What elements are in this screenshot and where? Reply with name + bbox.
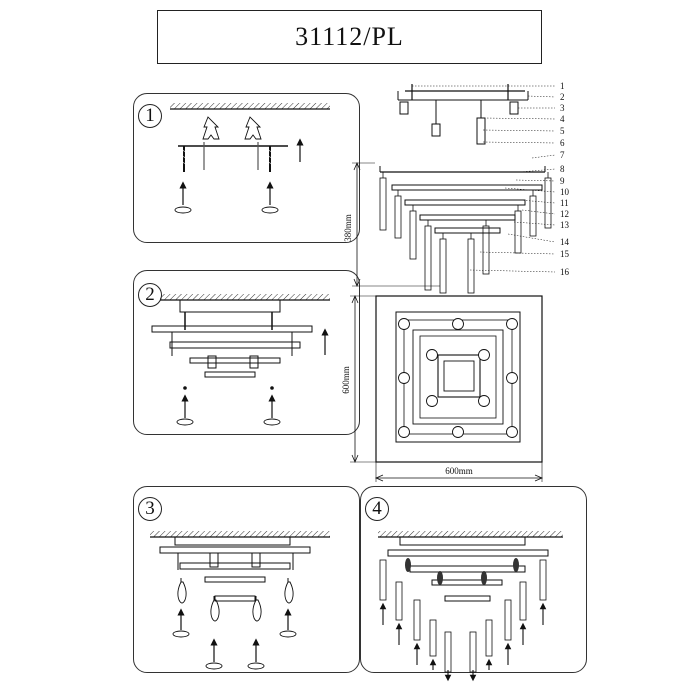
step-2-drawing [151, 294, 330, 426]
wall-anchor-icon [244, 116, 262, 140]
side-view-main [379, 166, 546, 234]
part-number-9: 9 [560, 176, 565, 186]
bulb-circle [478, 395, 490, 407]
part-number-15: 15 [560, 249, 570, 259]
model-title: 31112/PL [157, 10, 542, 64]
screw-icon [181, 146, 187, 172]
width-dimension: 600mm [374, 462, 544, 482]
crystal-rod [413, 599, 421, 641]
crystal-rod [504, 599, 512, 641]
crystal-rod [424, 225, 432, 291]
screw-icon [267, 146, 273, 172]
step-1-label: 1 [145, 105, 155, 126]
crystal-rod [539, 559, 547, 601]
bulb-circle [506, 318, 518, 330]
rotate-icon [205, 662, 223, 670]
part-number-7: 7 [560, 150, 565, 160]
crystal-rod [514, 210, 522, 254]
depth-label: 600mm [341, 366, 351, 394]
crystal-rod [379, 177, 387, 231]
rotate-icon [174, 206, 192, 214]
part-number-12: 12 [560, 209, 569, 219]
part-number-6: 6 [560, 138, 565, 148]
height-dimension: 380mm [343, 161, 440, 288]
ceiling-hatch [378, 531, 563, 537]
part-number-1: 1 [560, 81, 565, 91]
crystal-rod [467, 238, 475, 294]
step-2-number: 2 [138, 283, 162, 307]
bulb-circle [426, 395, 438, 407]
part-number-11: 11 [560, 198, 569, 208]
crystal-rod [379, 559, 387, 601]
crystal-rod [519, 581, 527, 621]
width-label: 600mm [445, 466, 473, 476]
bulb-circle [452, 318, 464, 330]
step-1-number: 1 [138, 104, 162, 128]
top-view-drawing [375, 295, 543, 463]
crystal-rod [395, 581, 403, 621]
depth-dimension: 600mm [341, 294, 376, 464]
bulb-icon [284, 578, 294, 604]
part-number-4: 4 [560, 114, 565, 124]
top-view-bulbs [398, 318, 518, 438]
crystal-rod [394, 195, 402, 239]
step-4-drawing [378, 531, 563, 602]
step-2-panel [133, 270, 360, 435]
step-4-label: 4 [372, 498, 382, 519]
rotate-icon [172, 630, 190, 638]
part-number-8: 8 [560, 164, 565, 174]
bulb-icon [252, 596, 262, 622]
wall-anchor-icon [202, 116, 220, 140]
rotate-icon [261, 206, 279, 214]
ceiling-hatch [150, 531, 330, 537]
part-number-10: 10 [560, 187, 570, 197]
model-number: 31112/PL [295, 22, 404, 51]
part-leader-lines [412, 85, 556, 273]
part-number-13: 13 [560, 220, 570, 230]
rotate-icon [279, 630, 297, 638]
part-number-16: 16 [560, 267, 570, 277]
step-4-number: 4 [365, 497, 389, 521]
bulb-circle [426, 349, 438, 361]
crystal-rod [485, 619, 493, 657]
bulb-icon [177, 578, 187, 604]
bulb-circle [478, 349, 490, 361]
part-number-14: 14 [560, 237, 570, 247]
crystal-rod [482, 225, 490, 275]
crystal-rod [429, 619, 437, 657]
part-number-3: 3 [560, 103, 565, 113]
crystal-rod [444, 631, 452, 673]
ceiling-hatch [170, 103, 330, 109]
rotate-icon [176, 418, 194, 426]
step-3-panel [133, 486, 360, 673]
step-3-drawing [150, 531, 330, 670]
rotate-icon [247, 662, 265, 670]
bulb-circle [398, 372, 410, 384]
crystal-rod [439, 238, 447, 294]
rotate-icon [263, 418, 281, 426]
bulb-circle [506, 372, 518, 384]
crystal-rod [409, 210, 417, 260]
crystal-rods [379, 559, 547, 682]
bulb-circle [506, 426, 518, 438]
crystal-rod [469, 631, 477, 673]
side-view-crystals [379, 172, 552, 294]
side-view-drawing [397, 84, 529, 145]
part-number-5: 5 [560, 126, 565, 136]
step-2-label: 2 [145, 284, 155, 305]
bulb-circle [398, 318, 410, 330]
crystal-rod [529, 195, 537, 237]
height-label: 380mm [343, 214, 353, 242]
ceiling-hatch [160, 294, 330, 300]
bulb-icon [210, 596, 220, 622]
bulb-circle [452, 426, 464, 438]
step-3-label: 3 [145, 498, 155, 519]
bulb-circle [398, 426, 410, 438]
crystal-rod [544, 177, 552, 229]
step-3-number: 3 [138, 497, 162, 521]
step-1-drawing [170, 103, 330, 214]
part-number-2: 2 [560, 92, 565, 102]
